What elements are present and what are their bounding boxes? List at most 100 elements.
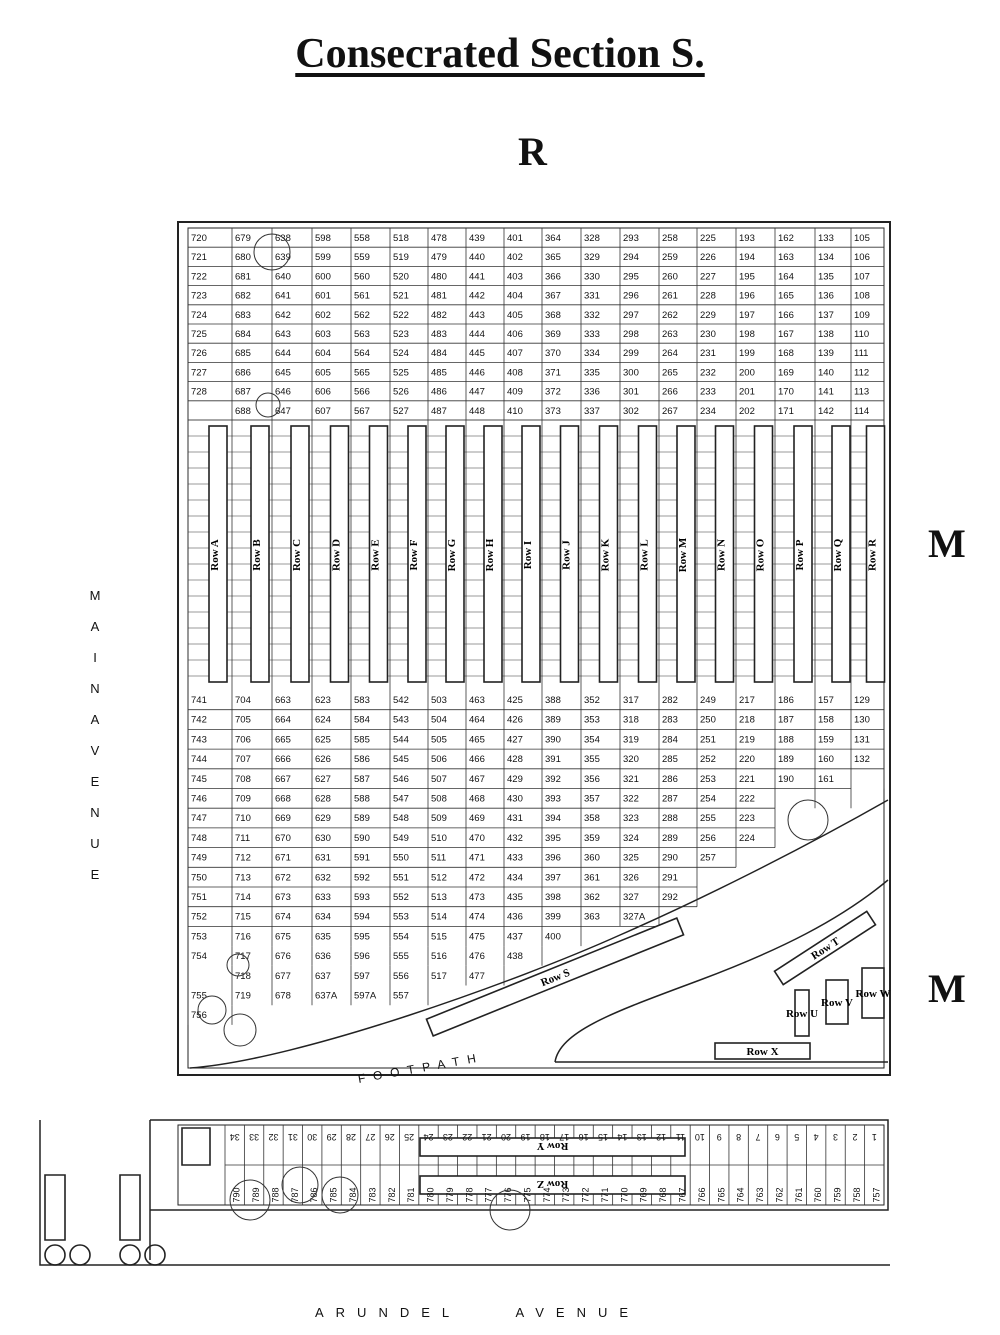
plot-number: 430 [507, 794, 523, 805]
plot-number: 217 [739, 695, 755, 706]
tree-icon [321, 1176, 359, 1214]
plot-number: 750 [191, 872, 207, 883]
plot-number: 391 [545, 754, 561, 765]
plot-number: 230 [700, 329, 716, 340]
plot-number: 295 [623, 271, 639, 282]
plot-number: 481 [431, 291, 447, 302]
plot-number: 198 [739, 329, 755, 340]
plot-number: 373 [545, 406, 561, 417]
plot-number: 559 [354, 252, 370, 263]
plot-number: 11 [676, 1132, 685, 1142]
plot-number: 669 [275, 813, 291, 824]
plot-number: 140 [818, 367, 834, 378]
row-bar [753, 425, 774, 683]
plot-number: 675 [275, 931, 291, 942]
plot-number: 593 [354, 892, 370, 903]
plot-number: 632 [315, 872, 331, 883]
plot-number: 266 [662, 387, 678, 398]
plot-number: 687 [235, 387, 251, 398]
plot-number: 595 [354, 931, 370, 942]
tree-icon [255, 392, 281, 418]
plot-number: 199 [739, 348, 755, 359]
plot-number: 682 [235, 291, 251, 302]
plot-number: 516 [431, 951, 447, 962]
plot-number: 284 [662, 734, 678, 745]
plot-number: 563 [354, 329, 370, 340]
plot-number: 19 [520, 1132, 530, 1142]
plot-number: 331 [584, 291, 600, 302]
plot-number: 512 [431, 872, 447, 883]
plot-number: 256 [700, 833, 716, 844]
plot-number: 254 [700, 794, 716, 805]
plot-number: 642 [275, 310, 291, 321]
row-bar [714, 425, 735, 683]
plot-number: 141 [818, 387, 834, 398]
plot-number: 132 [854, 754, 870, 765]
plot-number: 478 [431, 233, 447, 244]
plot-number: 110 [854, 329, 869, 340]
plot-number: 299 [623, 348, 639, 359]
plot-number: 744 [191, 754, 207, 765]
plot-number: 337 [584, 406, 600, 417]
row-label: Row U [786, 1008, 818, 1020]
plot-number: 401 [507, 233, 523, 244]
plot-number: 752 [191, 912, 207, 923]
plot-number: 748 [191, 833, 207, 844]
plot-number: 323 [623, 813, 639, 824]
plot-number: 406 [507, 329, 523, 340]
plot-number: 393 [545, 794, 561, 805]
plot-number: 361 [584, 872, 600, 883]
row-bar [407, 425, 427, 683]
plot-number: 400 [545, 931, 561, 942]
plot-number: 296 [623, 291, 639, 302]
row-label: Row D [331, 539, 343, 571]
row-label: Row Q [832, 538, 844, 571]
plot-number: 12 [656, 1132, 666, 1142]
plot-number: 371 [545, 367, 561, 378]
plot-number: 599 [315, 252, 331, 263]
plot-number: 643 [275, 329, 291, 340]
plot-number: 197 [739, 310, 755, 321]
plot-number: 302 [623, 406, 639, 417]
plot-number: 543 [393, 715, 409, 726]
row-bar [521, 425, 541, 683]
plot-number: 647 [275, 406, 291, 417]
plot-number: 781 [406, 1187, 416, 1202]
plot-number: 188 [778, 734, 794, 745]
plot-number: 670 [275, 833, 291, 844]
plot-number: 163 [778, 252, 794, 263]
plot-number: 548 [393, 813, 409, 824]
plot-number: 629 [315, 813, 331, 824]
plot-number: 336 [584, 387, 600, 398]
tree-icon [197, 995, 227, 1025]
plot-number: 671 [275, 853, 291, 864]
compass-east-upper-label: M [928, 521, 966, 566]
plot-number: 723 [191, 291, 207, 302]
plot-number: 504 [431, 715, 447, 726]
plot-number: 251 [700, 734, 716, 745]
plot-number: 190 [778, 774, 794, 785]
plot-number: 223 [739, 813, 755, 824]
plot-number: 470 [469, 833, 485, 844]
plot-number: 777 [484, 1187, 494, 1202]
plot-number: 463 [469, 695, 485, 706]
row-x-bar [714, 1042, 811, 1060]
row-bar [831, 425, 851, 683]
plot-number: 596 [354, 951, 370, 962]
row-label: Row I [522, 541, 534, 569]
plot-number: 483 [431, 329, 447, 340]
plot-number: 335 [584, 367, 600, 378]
plot-number: 159 [818, 734, 834, 745]
plot-number: 392 [545, 774, 561, 785]
plot-number: 557 [393, 991, 409, 1002]
plot-number: 139 [818, 348, 834, 359]
plot-number: 435 [507, 892, 523, 903]
plot-number: 584 [354, 715, 370, 726]
plot-number: 222 [739, 794, 755, 805]
plot-number: 727 [191, 367, 207, 378]
plot-number: 607 [315, 406, 331, 417]
plot-number: 603 [315, 329, 331, 340]
plot-number: 202 [739, 406, 755, 417]
plot-number: 362 [584, 892, 600, 903]
